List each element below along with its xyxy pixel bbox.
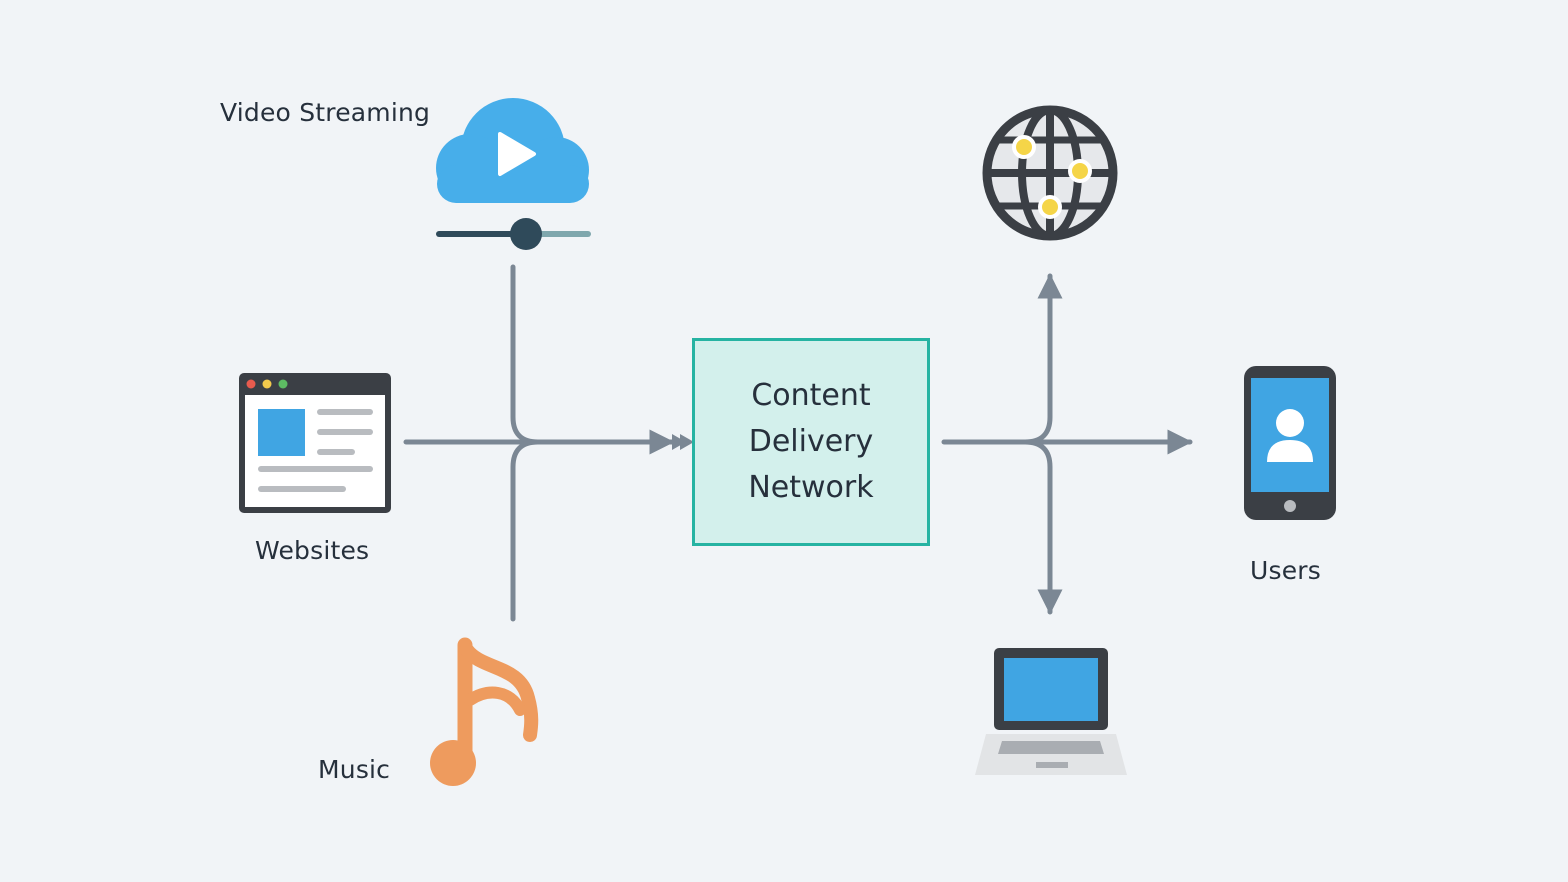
connector-to-laptop (1022, 439, 1063, 615)
cloud-play-icon (436, 98, 589, 203)
cdn-label-line2: Delivery (748, 424, 874, 459)
video-streaming-label: Video Streaming (220, 98, 431, 127)
connector-to-globe (1022, 273, 1063, 445)
left-connectors (403, 264, 694, 622)
double-arrowhead (672, 434, 686, 450)
smartphone-user-icon (1244, 366, 1336, 520)
globe-icon (982, 105, 1118, 241)
cdn-label-line3: Network (748, 470, 874, 505)
cdn-label-line1: Content (751, 378, 871, 413)
browser-window-icon (239, 373, 391, 513)
connector-music (510, 439, 541, 622)
right-connectors (941, 273, 1193, 615)
connector-video (510, 264, 541, 445)
cdn-node: Content Delivery Network (692, 338, 930, 546)
laptop-icon (975, 648, 1127, 775)
music-note-icon (430, 637, 539, 786)
video-progress-slider-icon (436, 218, 591, 250)
websites-label: Websites (255, 536, 370, 565)
users-label: Users (1250, 556, 1322, 585)
music-label: Music (318, 755, 391, 784)
